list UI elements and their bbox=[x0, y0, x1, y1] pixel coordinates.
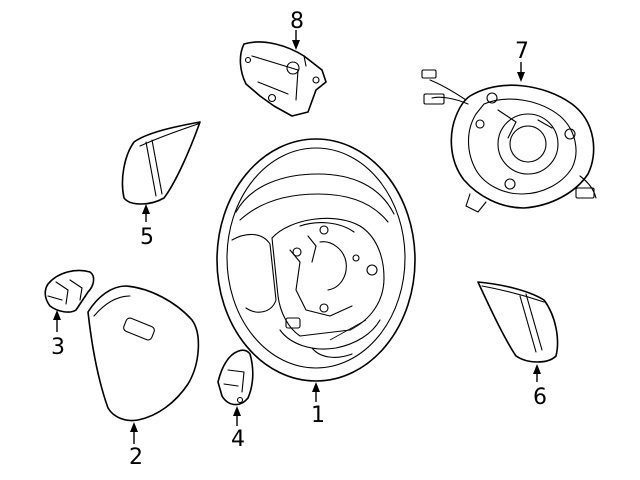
leader-8 bbox=[292, 30, 300, 50]
part-air-bag bbox=[87, 285, 200, 422]
leader-5 bbox=[142, 204, 150, 222]
leader-6 bbox=[533, 364, 541, 382]
callout-7: 7 bbox=[515, 39, 529, 64]
part-switch-center bbox=[217, 349, 254, 406]
part-bracket-module bbox=[239, 41, 327, 117]
callout-1: 1 bbox=[311, 403, 325, 428]
callout-6: 6 bbox=[533, 385, 547, 410]
part-cover-right bbox=[477, 281, 559, 363]
callout-8: 8 bbox=[290, 9, 304, 34]
leader-2 bbox=[130, 422, 138, 444]
leader-7 bbox=[517, 62, 525, 82]
callout-2: 2 bbox=[129, 445, 143, 470]
callout-4: 4 bbox=[231, 427, 245, 452]
leader-1 bbox=[312, 382, 320, 402]
part-cover-left bbox=[121, 121, 201, 205]
callout-5: 5 bbox=[140, 225, 154, 250]
callout-3: 3 bbox=[51, 335, 65, 360]
part-switch-left bbox=[44, 269, 95, 313]
leader-4 bbox=[233, 406, 241, 426]
leader-3 bbox=[53, 310, 61, 332]
part-clock-spring bbox=[421, 69, 597, 213]
part-steering-wheel bbox=[216, 138, 416, 382]
